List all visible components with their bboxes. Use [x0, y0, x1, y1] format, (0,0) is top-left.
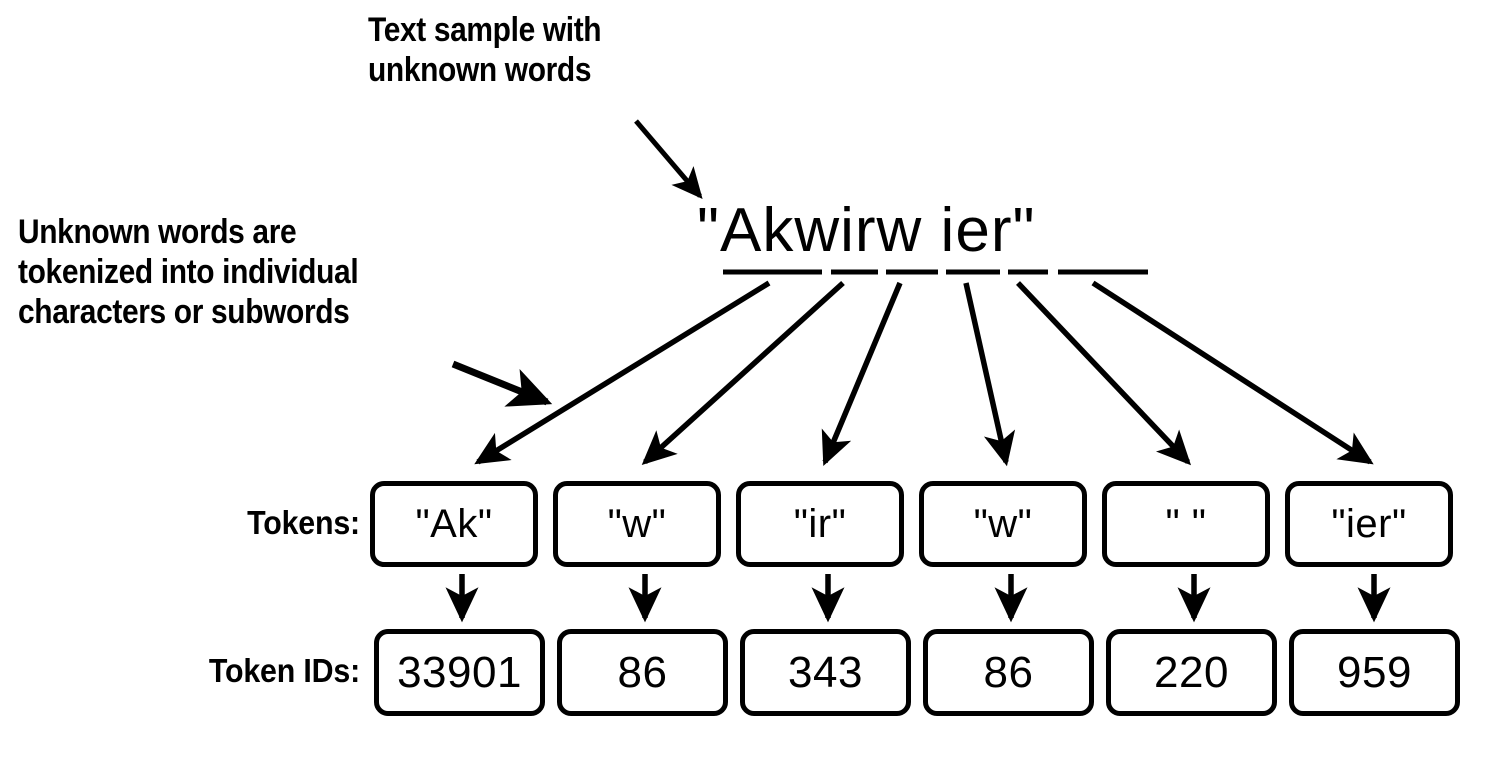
- segment-to-token-arrows: [474, 280, 1374, 467]
- token-to-id-arrows: [445, 574, 1391, 623]
- token-id-box[interactable]: 86: [557, 629, 728, 716]
- text-sample-string: "Akwirw ier": [697, 196, 1036, 265]
- token-box[interactable]: "Ak": [370, 481, 538, 567]
- token-id-box[interactable]: 220: [1106, 629, 1277, 716]
- arrow-title-to-text: [634, 119, 703, 200]
- token-id-box[interactable]: 343: [740, 629, 911, 716]
- arrow-segment-to-token-6: [1091, 280, 1374, 465]
- arrow-segment-to-token-2: [641, 280, 845, 465]
- token-box[interactable]: "w": [553, 481, 721, 567]
- token-id-box[interactable]: 86: [923, 629, 1094, 716]
- token-box[interactable]: " ": [1102, 481, 1270, 567]
- row-label-tokens: Tokens:: [247, 504, 360, 541]
- arrow-segment-to-token-5: [1016, 281, 1192, 466]
- annotation-unknown-words: Unknown words are tokenized into individ…: [18, 213, 359, 332]
- token-box[interactable]: "ier": [1285, 481, 1453, 567]
- token-box[interactable]: "w": [919, 481, 1087, 567]
- token-id-box[interactable]: 33901: [374, 629, 545, 716]
- row-label-token-ids: Token IDs:: [208, 652, 360, 689]
- annotation-text-sample: Text sample with unknown words: [368, 11, 602, 90]
- token-id-box[interactable]: 959: [1289, 629, 1460, 716]
- token-box[interactable]: "ir": [736, 481, 904, 567]
- arrow-note-to-tokens: [451, 360, 553, 407]
- arrow-segment-to-token-1: [474, 280, 771, 465]
- arrow-segment-to-token-4: [963, 282, 1016, 467]
- arrow-segment-to-token-3: [821, 281, 903, 467]
